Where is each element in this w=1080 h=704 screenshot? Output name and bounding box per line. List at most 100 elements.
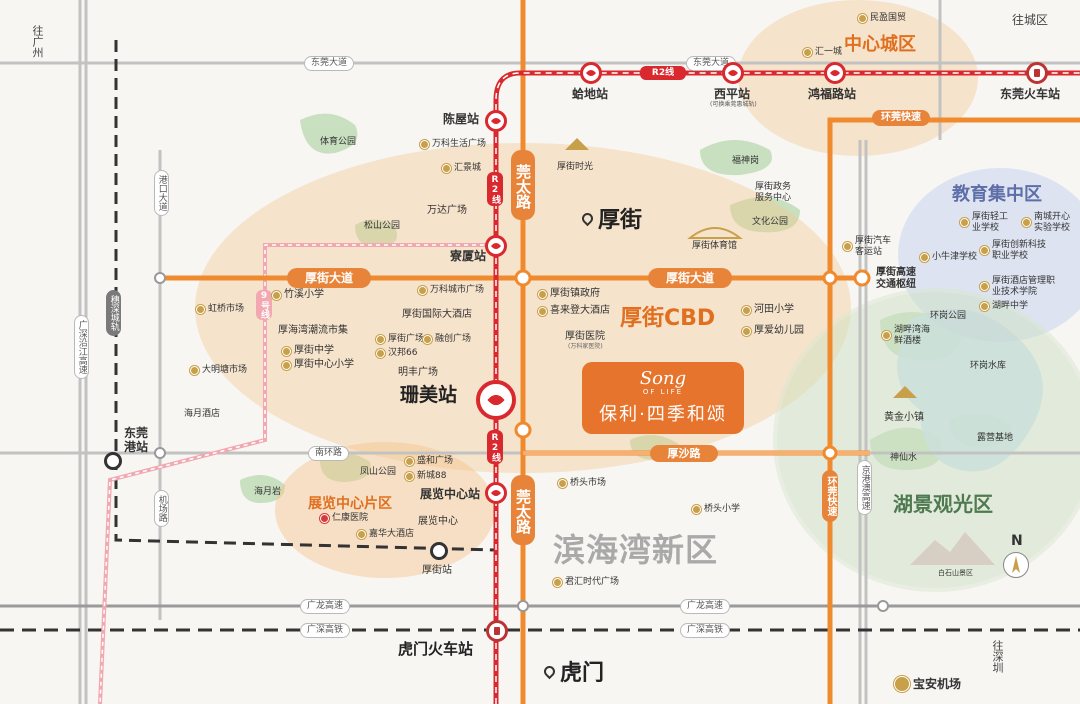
poi-label: 河田小学 bbox=[754, 304, 794, 315]
poi-label: 汇景城 bbox=[454, 163, 482, 173]
poi-jiaotong: 厚街高速交通枢纽 bbox=[876, 267, 916, 290]
poi-chuangxin: 厚街创新科技职业学校 bbox=[980, 240, 1048, 262]
poi-label: 厚街汽车客运站 bbox=[855, 236, 892, 257]
district-houjie-label: 厚街 bbox=[598, 208, 643, 233]
poi-huangang-res: 环岗水库 bbox=[970, 361, 1007, 371]
district-binhai: 滨海湾新区 bbox=[553, 531, 719, 569]
poi-hupan: 湖畔中学 bbox=[980, 302, 1028, 311]
poi-guoji-hotel: 厚街国际大酒店 bbox=[402, 309, 472, 320]
rail-station-icon bbox=[486, 620, 508, 642]
poi-label: 厚街酒店管理职业技术学院 bbox=[992, 276, 1056, 297]
road-ring-exp: 环莞快速 bbox=[872, 110, 930, 126]
poi-jiahua: 嘉华大酒店 bbox=[357, 530, 414, 539]
district-lake: 湖景观光区 bbox=[893, 492, 993, 516]
poi-label: 民盈国贸 bbox=[870, 13, 907, 23]
poi-houjieshiguang: 厚街时光 bbox=[557, 162, 594, 172]
poi-zhenzhengfu: 厚街镇政府 bbox=[538, 289, 600, 299]
rail-station-icon bbox=[1026, 62, 1048, 84]
station-expo: 展览中心站 bbox=[420, 487, 481, 501]
poi-dot-icon bbox=[282, 346, 291, 356]
poi-label: 君汇时代广场 bbox=[565, 577, 620, 587]
poi-label: 嘉华大酒店 bbox=[369, 529, 415, 539]
poi-label: 湖畔中学 bbox=[992, 301, 1029, 311]
poi-wenhua: 文化公园 bbox=[752, 217, 789, 227]
district-center: 中心城区 bbox=[844, 34, 916, 55]
poi-baishishan: 白石山景区 bbox=[938, 569, 973, 577]
compass-icon bbox=[1003, 552, 1029, 578]
poi-shenghe: 盛和广场 bbox=[405, 457, 453, 466]
poi-label: 厚街中学 bbox=[294, 345, 334, 356]
poi-label: 融创广场 bbox=[435, 334, 472, 344]
poi-houjiezhongxin: 厚街中心小学 bbox=[282, 360, 354, 370]
poi-label: 桥头市场 bbox=[570, 478, 607, 488]
airport-icon bbox=[894, 676, 910, 692]
poi-label: 虹桥市场 bbox=[208, 304, 245, 314]
poi-houjiezhongxue: 厚街中学 bbox=[282, 346, 334, 356]
station-xiping: 西平站 bbox=[714, 87, 751, 101]
poi-wanda: 万达广场 bbox=[427, 205, 467, 216]
station-liaoxia: 寮厦站 bbox=[450, 249, 487, 263]
intercity-station-icon bbox=[104, 452, 122, 470]
poi-qiaotou-school: 桥头小学 bbox=[692, 505, 740, 514]
poi-tiyu: 体育公园 bbox=[320, 137, 357, 147]
road-wantai-s: 莞太路 bbox=[511, 475, 535, 545]
road-dongguan-ave: 东莞大道 bbox=[304, 56, 355, 71]
poi-hanbang: 汉邦66 bbox=[376, 349, 417, 358]
poi-huangang: 环岗公园 bbox=[930, 311, 967, 321]
poi-label: 万科生活广场 bbox=[432, 139, 487, 149]
metro-station-icon bbox=[722, 62, 744, 84]
poi-label: 厚街广场 bbox=[388, 334, 425, 344]
station-honghulu: 鸿福路站 bbox=[808, 87, 857, 101]
poi-houjieguangchang: 厚街广场 bbox=[376, 335, 424, 344]
metro-station-icon bbox=[485, 482, 507, 504]
station-houjie: 厚街站 bbox=[422, 565, 452, 576]
district-houjie: 厚街 bbox=[579, 202, 643, 234]
line9-label: 9号线 bbox=[256, 290, 272, 320]
poi-shenxian: 神仙水 bbox=[890, 453, 918, 463]
poi-label: 新城88 bbox=[417, 471, 447, 481]
poi-dot-icon bbox=[282, 360, 291, 370]
poi-dot-icon bbox=[538, 289, 547, 299]
metro-station-icon bbox=[485, 110, 507, 132]
poi-dot-icon bbox=[405, 472, 414, 481]
district-expo-area: 展览中心片区 bbox=[308, 496, 392, 512]
road-wantai-n: 莞太路 bbox=[511, 150, 535, 220]
poi-dot-icon bbox=[420, 140, 429, 149]
poi-label: 宝安机场 bbox=[913, 677, 962, 691]
poi-hongqiao: 虹桥市场 bbox=[196, 305, 244, 314]
road-houjie-ave-w: 厚街大道 bbox=[287, 268, 371, 288]
poi-label: 盛和广场 bbox=[417, 456, 454, 466]
poi-airport: 宝安机场 bbox=[894, 676, 961, 692]
poi-haiyue: 海月酒店 bbox=[184, 409, 221, 419]
poi-dot-icon bbox=[442, 164, 451, 173]
poi-dot-icon bbox=[190, 366, 199, 375]
poi-yiyuan-note: (万科家医院) bbox=[568, 343, 603, 350]
poi-haiyueyan: 海月岩 bbox=[254, 487, 282, 497]
poi-label: 大明塘市场 bbox=[202, 365, 248, 375]
direction-to-guangzhou: 往广州 bbox=[31, 25, 44, 58]
metro-station-icon bbox=[485, 235, 507, 257]
poi-tiyuguan: 厚街体育馆 bbox=[692, 241, 738, 251]
project-name: 保利·四季和颂 bbox=[599, 404, 727, 425]
road-nanhuan: 南环路 bbox=[308, 446, 350, 461]
poi-mingfeng: 明丰广场 bbox=[398, 367, 438, 378]
poi-qinggong: 厚街轻工业学校 bbox=[960, 212, 1012, 234]
poi-lushui: 露营基地 bbox=[977, 433, 1014, 443]
project-badge[interactable]: Song OF LIFE 保利·四季和颂 bbox=[582, 362, 744, 434]
stadium-icon bbox=[687, 227, 743, 239]
zone-lake bbox=[773, 288, 1080, 592]
poi-label: 南城开心实验学校 bbox=[1034, 212, 1071, 233]
poi-dot-icon bbox=[418, 286, 427, 295]
poi-junhui: 君汇时代广场 bbox=[553, 578, 619, 587]
poi-fushenyue: 福神岗 bbox=[732, 156, 760, 166]
district-humen: 虎门 bbox=[541, 655, 604, 687]
station-xiping-note: (可换乘莞惠城轨) bbox=[710, 101, 757, 108]
poi-label: 桥头小学 bbox=[704, 504, 741, 514]
poi-dot-icon bbox=[803, 48, 812, 57]
poi-rongchuang: 融创广场 bbox=[423, 335, 471, 344]
poi-xilaideng: 喜来登大酒店 bbox=[538, 306, 610, 316]
poi-dot-icon bbox=[1022, 218, 1031, 228]
poi-dot-icon bbox=[558, 479, 567, 488]
metro-station-icon bbox=[580, 62, 602, 84]
r2-label-north: R2线 bbox=[487, 172, 503, 206]
